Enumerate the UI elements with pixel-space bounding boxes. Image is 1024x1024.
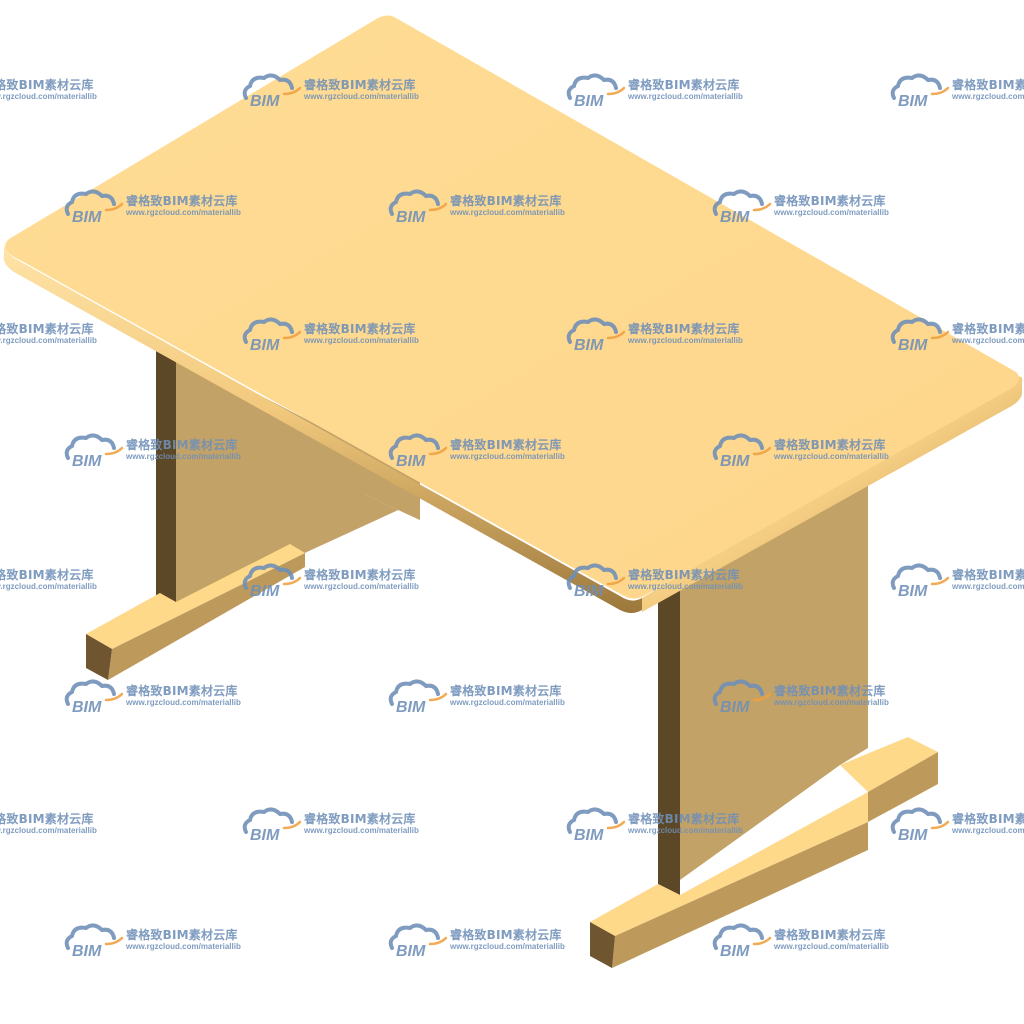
left-panel-side (156, 340, 176, 604)
top-front-left-edge (3, 240, 642, 613)
right-panel-side (658, 588, 680, 895)
left-foot-end (86, 634, 112, 680)
left-panel-main (176, 356, 420, 612)
right-foot-top (590, 792, 868, 936)
right-foot-back-side (868, 752, 938, 822)
right-leg-panel (590, 473, 938, 968)
right-foot-front (612, 822, 868, 968)
right-foot-end (590, 922, 615, 968)
right-panel-face (680, 473, 868, 880)
right-foot-back-top (840, 737, 938, 792)
